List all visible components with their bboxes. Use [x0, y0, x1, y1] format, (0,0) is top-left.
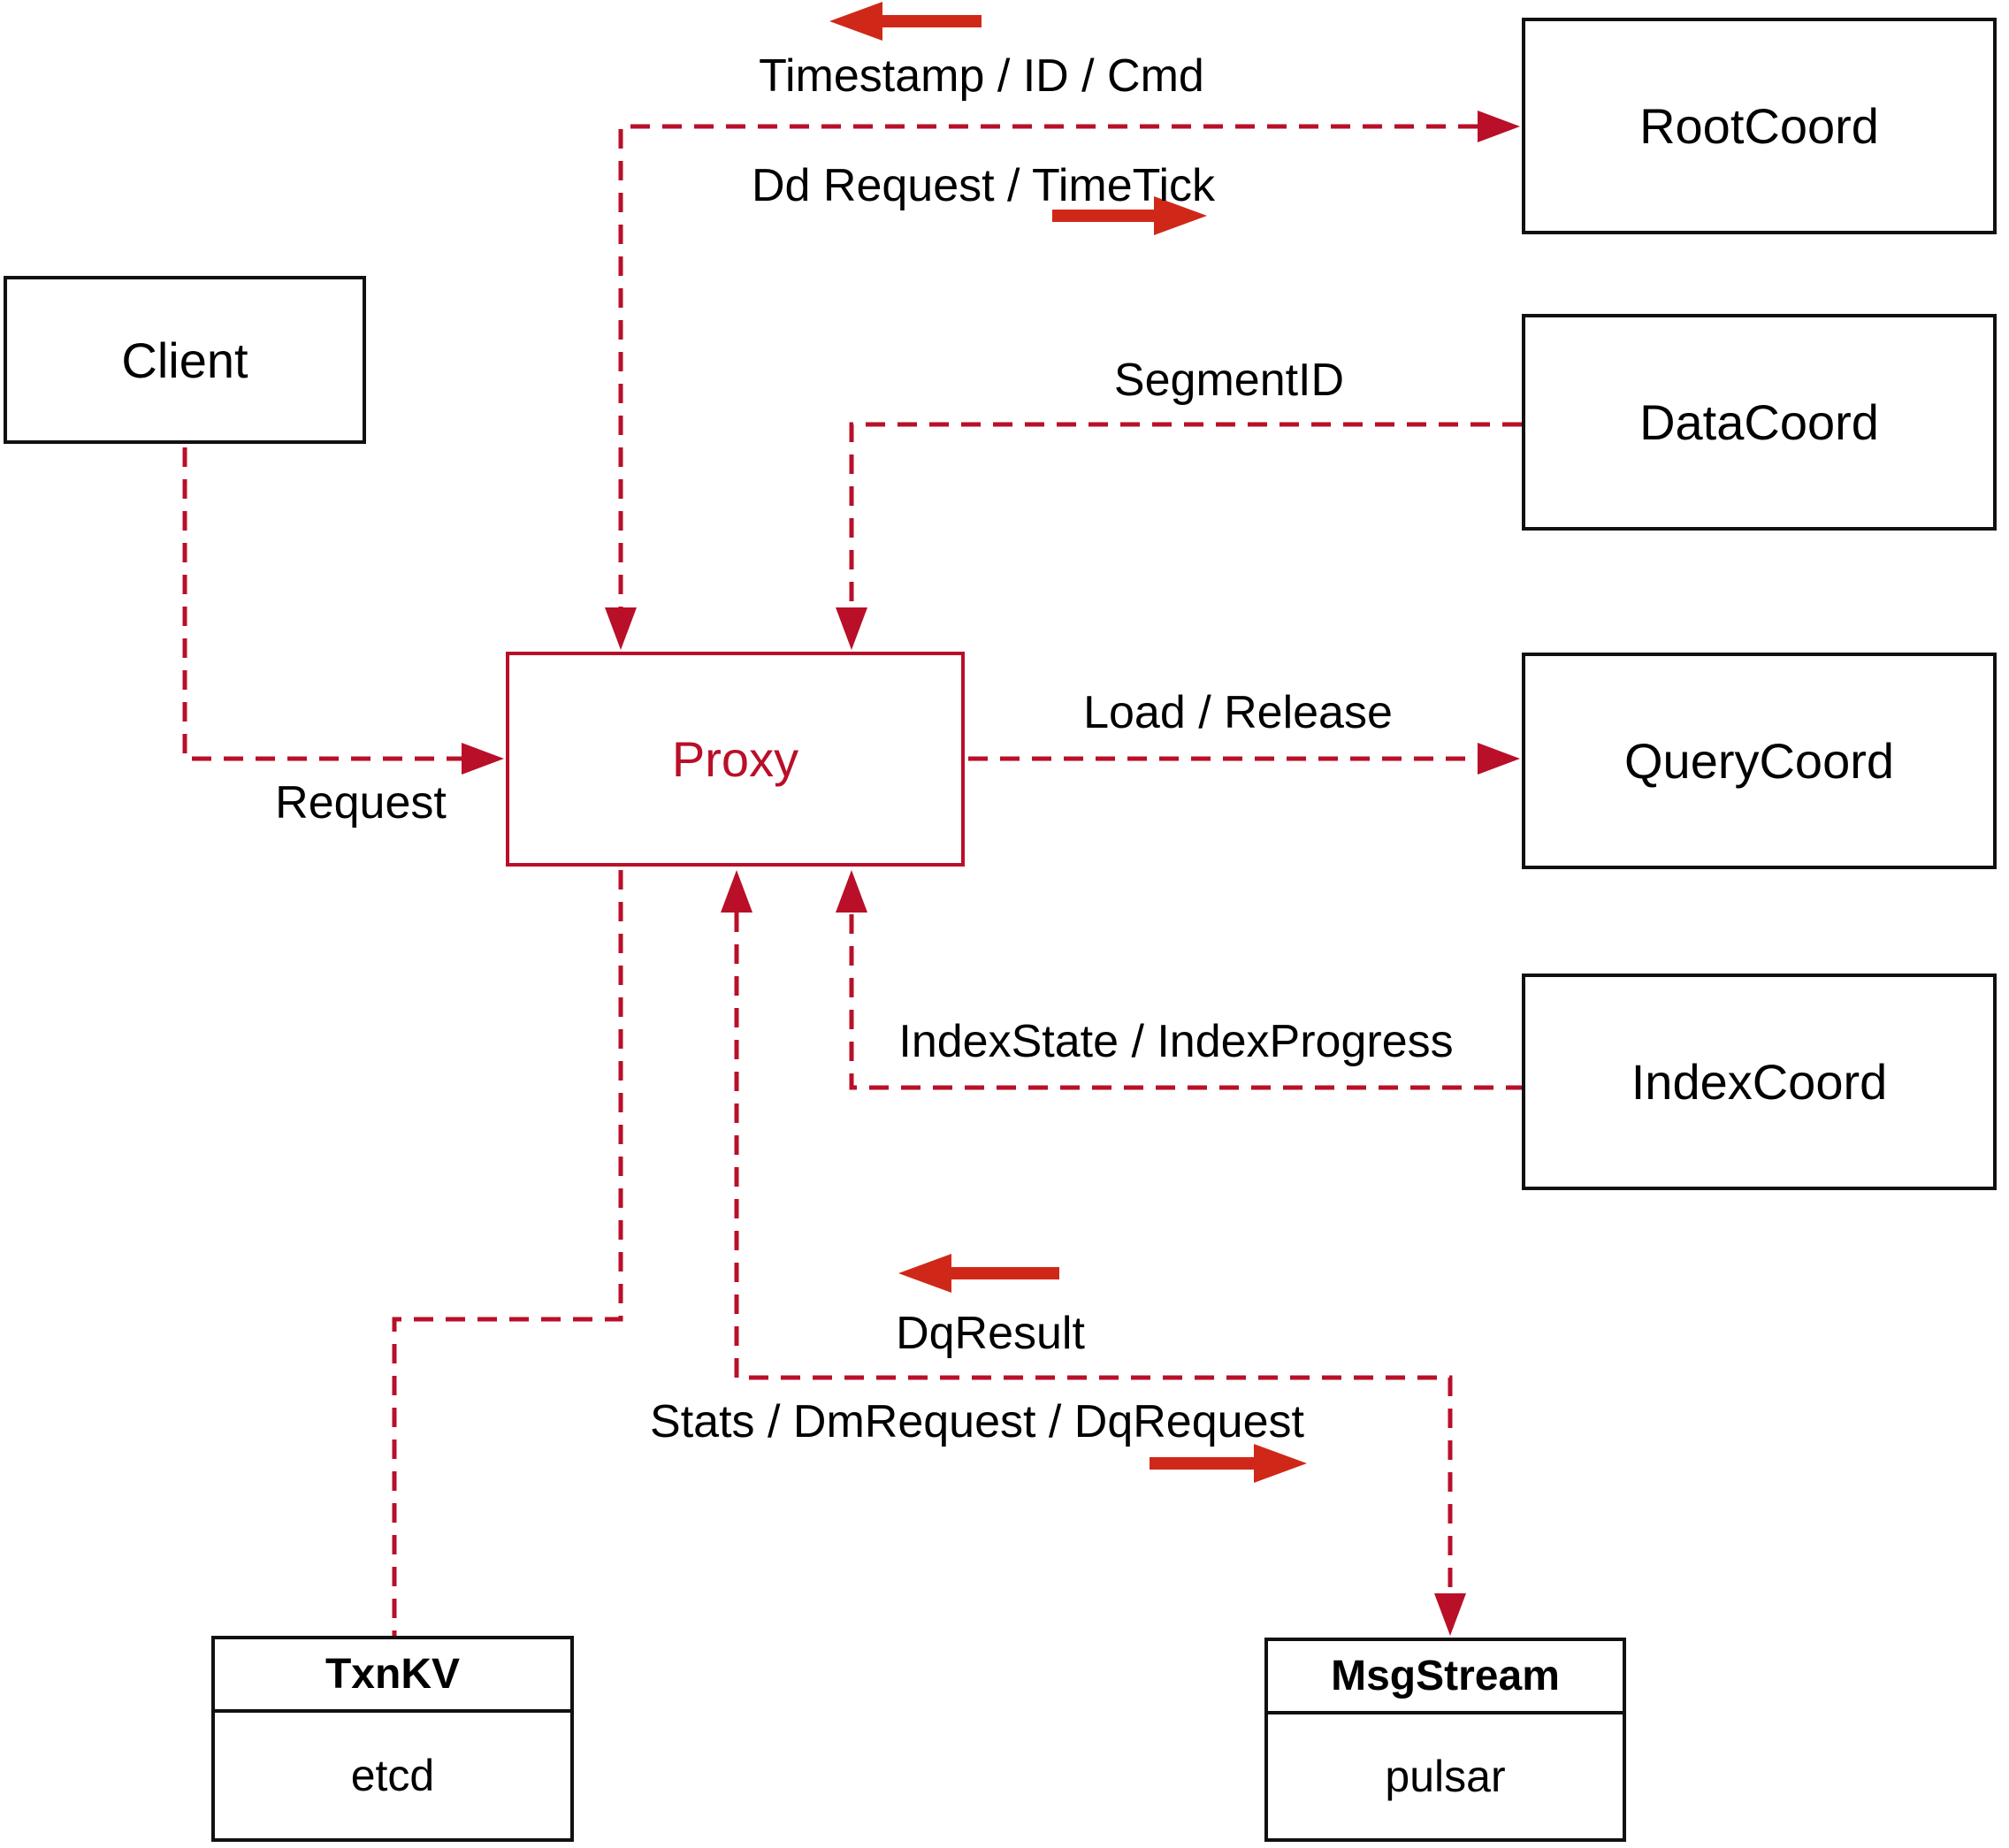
- edge-label-dq-result: DqResult: [896, 1308, 1085, 1359]
- edge-proxy-txnkv: [392, 870, 623, 1636]
- arrowhead-into-proxy-top-left: [605, 607, 637, 650]
- arrowhead-into-proxy-bottom-right: [836, 870, 867, 913]
- txnkv-impl: etcd: [350, 1751, 435, 1800]
- edge-label-timestamp: Timestamp / ID / Cmd: [759, 50, 1204, 102]
- arrowhead-into-msgstream: [1434, 1593, 1466, 1636]
- edge-label-request: Request: [275, 777, 447, 829]
- edge-label-stats: Stats / DmRequest / DqRequest: [650, 1396, 1304, 1447]
- txnkv-title: TxnKV: [215, 1639, 570, 1713]
- edge-datacoord-proxy: [849, 422, 1522, 607]
- stats-direction-right-arrow-icon: [1150, 1444, 1307, 1483]
- proxy-node: Proxy: [506, 652, 965, 867]
- querycoord-node: QueryCoord: [1522, 653, 1997, 869]
- msgstream-title: MsgStream: [1268, 1641, 1623, 1714]
- edge-indexcoord-proxy: [849, 913, 1525, 1090]
- rootcoord-node: RootCoord: [1522, 18, 1997, 234]
- arrowhead-into-querycoord: [1478, 743, 1520, 775]
- timestamp-direction-left-arrow-icon: [829, 2, 982, 41]
- txnkv-node: TxnKV etcd: [211, 1636, 574, 1842]
- proxy-label: Proxy: [671, 731, 799, 787]
- edge-label-dd-request: Dd Request / TimeTick: [751, 160, 1216, 211]
- indexcoord-label: IndexCoord: [1631, 1054, 1888, 1110]
- arrowhead-into-proxy-left: [462, 743, 504, 775]
- querycoord-label: QueryCoord: [1623, 733, 1895, 789]
- edge-client-proxy: [182, 447, 462, 761]
- edge-label-index-state: IndexState / IndexProgress: [898, 1016, 1454, 1067]
- client-node: Client: [4, 276, 366, 444]
- datacoord-node: DataCoord: [1522, 314, 1997, 531]
- msgstream-impl: pulsar: [1385, 1752, 1506, 1801]
- dq-result-direction-left-arrow-icon: [898, 1254, 1059, 1293]
- rootcoord-label: RootCoord: [1639, 98, 1879, 154]
- datacoord-label: DataCoord: [1639, 394, 1879, 450]
- edge-label-load-release: Load / Release: [1083, 687, 1393, 738]
- edge-proxy-msgstream: [734, 913, 1453, 1593]
- arrowhead-into-proxy-top-right: [836, 607, 867, 650]
- dd-request-direction-right-arrow-icon: [1052, 196, 1207, 235]
- arrowhead-into-rootcoord: [1478, 111, 1520, 142]
- edge-label-segment-id: SegmentID: [1113, 355, 1345, 406]
- client-label: Client: [121, 332, 248, 388]
- msgstream-node: MsgStream pulsar: [1264, 1638, 1626, 1842]
- arrowhead-into-proxy-bottom-mid: [721, 870, 752, 913]
- indexcoord-node: IndexCoord: [1522, 974, 1997, 1190]
